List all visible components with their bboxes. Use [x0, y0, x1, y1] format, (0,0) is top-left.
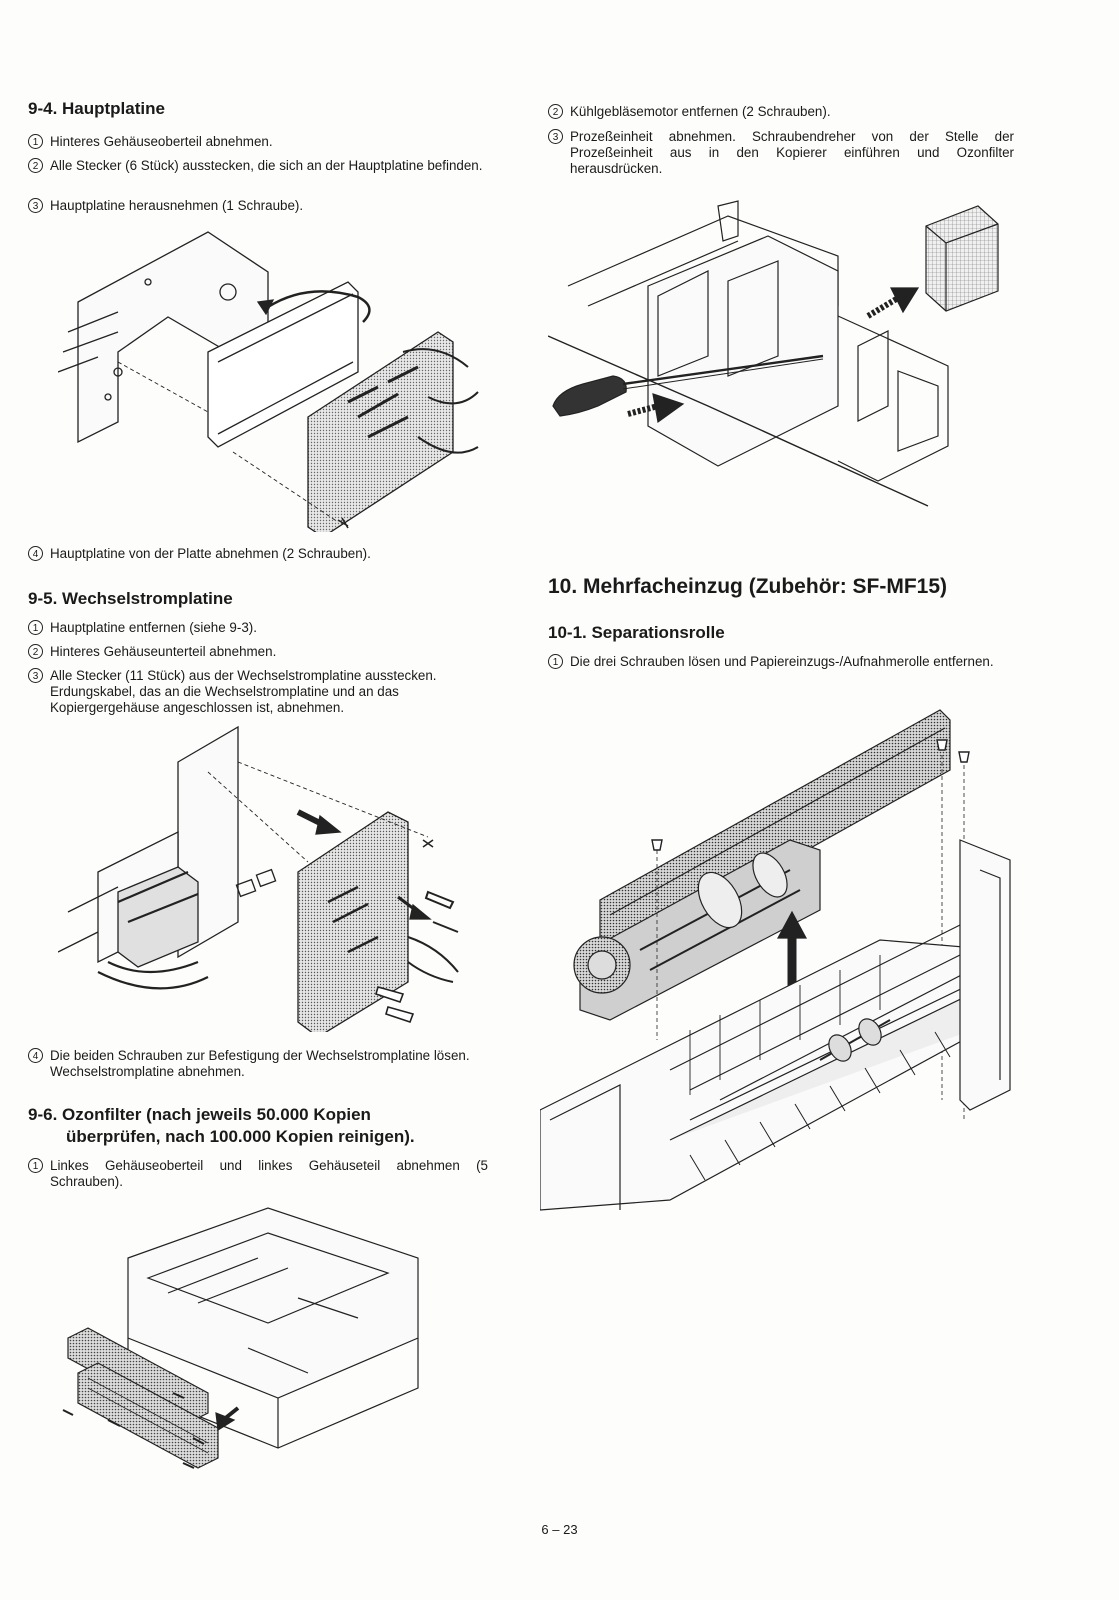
- step-9-5-2: 2 Hinteres Gehäuseunterteil abnehmen.: [28, 644, 498, 660]
- step-text: Linkes Gehäuseoberteil und linkes Gehäus…: [50, 1158, 488, 1189]
- step-number: 1: [28, 1158, 43, 1173]
- step-text: Hauptplatine herausnehmen (1 Schraube).: [50, 198, 304, 213]
- step-9-5-4: 4 Die beiden Schrauben zur Befestigung d…: [28, 1048, 498, 1080]
- step-number: 2: [28, 158, 43, 173]
- step-number: 3: [548, 129, 563, 144]
- step-text: Die beiden Schrauben zur Befestigung der…: [50, 1048, 470, 1079]
- step-9-6-2: 2 Kühlgebläsemotor entfernen (2 Schraube…: [548, 104, 1014, 120]
- step-number: 3: [28, 198, 43, 213]
- step-9-4-2: 2 Alle Stecker (6 Stück) ausstecken, die…: [28, 158, 498, 174]
- step-text: Die drei Schrauben lösen und Papiereinzu…: [570, 654, 994, 669]
- figure-main-pcb: [58, 222, 488, 532]
- step-9-6-3: 3 Prozeßeinheit abnehmen. Schraubendrehe…: [548, 129, 1014, 177]
- step-number: 2: [28, 644, 43, 659]
- step-9-5-1: 1 Hauptplatine entfernen (siehe 9-3).: [28, 620, 498, 636]
- step-9-4-4: 4 Hauptplatine von der Platte abnehmen (…: [28, 546, 498, 562]
- step-number: 4: [28, 1048, 43, 1063]
- figure-ozone-filter-removal: [548, 196, 1008, 516]
- heading-9-6-line2: überprüfen, nach 100.000 Kopien reinigen…: [66, 1127, 415, 1146]
- step-text: Alle Stecker (11 Stück) aus der Wechsels…: [50, 668, 437, 715]
- heading-10-1: 10-1. Separationsrolle: [548, 623, 725, 642]
- step-text: Prozeßeinheit abnehmen. Schraubendreher …: [570, 129, 1014, 176]
- step-text: Hinteres Gehäuseoberteil abnehmen.: [50, 134, 273, 149]
- figure-copier-housing: [48, 1198, 448, 1478]
- step-9-5-3: 3 Alle Stecker (11 Stück) aus der Wechse…: [28, 668, 498, 716]
- step-number: 2: [548, 104, 563, 119]
- page-number: 6 – 23: [541, 1522, 578, 1537]
- step-text: Alle Stecker (6 Stück) ausstecken, die s…: [50, 158, 483, 173]
- step-9-4-1: 1 Hinteres Gehäuseoberteil abnehmen.: [28, 134, 498, 150]
- step-text: Hinteres Gehäuseunterteil abnehmen.: [50, 644, 277, 659]
- step-9-4-3: 3 Hauptplatine herausnehmen (1 Schraube)…: [28, 198, 498, 214]
- step-number: 3: [28, 668, 43, 683]
- step-text: Kühlgebläsemotor entfernen (2 Schrauben)…: [570, 104, 831, 119]
- figure-ac-pcb: [58, 722, 478, 1032]
- step-number: 1: [28, 620, 43, 635]
- heading-9-4: 9-4. Hauptplatine: [28, 99, 165, 118]
- heading-9-6-line1: 9-6. Ozonfilter (nach jeweils 50.000 Kop…: [28, 1105, 371, 1124]
- step-9-6-1: 1 Linkes Gehäuseoberteil und linkes Gehä…: [28, 1158, 488, 1190]
- step-10-1-1: 1 Die drei Schrauben lösen und Papierein…: [548, 654, 1014, 670]
- step-number: 1: [28, 134, 43, 149]
- step-text: Hauptplatine entfernen (siehe 9-3).: [50, 620, 257, 635]
- step-number: 1: [548, 654, 563, 669]
- step-text: Hauptplatine von der Platte abnehmen (2 …: [50, 546, 371, 561]
- heading-10: 10. Mehrfacheinzug (Zubehör: SF-MF15): [548, 575, 948, 598]
- step-number: 4: [28, 546, 43, 561]
- figure-separation-roller: [540, 700, 1020, 1240]
- heading-9-5: 9-5. Wechselstromplatine: [28, 589, 233, 608]
